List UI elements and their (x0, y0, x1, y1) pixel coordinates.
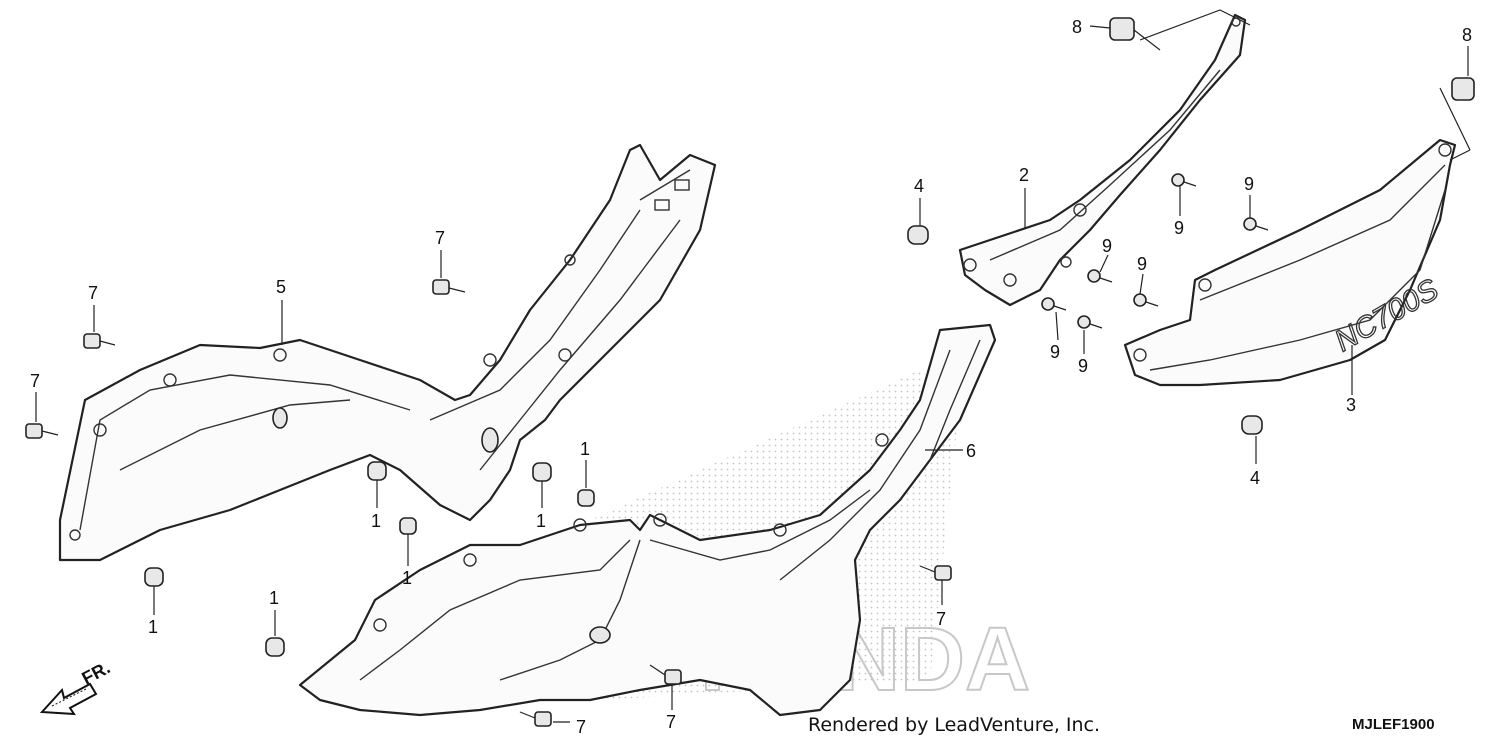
bolt-7-a (83, 333, 116, 349)
callout-4: 4 (914, 176, 924, 196)
callout-6: 6 (966, 441, 976, 461)
callout-1: 1 (148, 617, 158, 637)
callout-7: 7 (576, 717, 586, 737)
clip-8-b (1451, 77, 1475, 101)
part-2-bracket (958, 13, 1247, 307)
callout-1: 1 (371, 511, 381, 531)
bolt-7-b (25, 423, 59, 439)
callout-1: 1 (402, 568, 412, 588)
bolt-7-c (432, 279, 466, 295)
screw-9-b (1243, 217, 1269, 231)
callout-2: 2 (1019, 165, 1029, 185)
callout-7: 7 (936, 609, 946, 629)
part-5-left-cover (58, 143, 717, 562)
grommet-1-a (144, 567, 164, 587)
grommet-4-b (1241, 415, 1263, 435)
credit-text: Rendered by LeadVenture, Inc. (808, 714, 1100, 736)
callout-labels: 1 1 1 1 1 2 3 4 4 5 6 7 7 7 7 7 7 1 8 8 … (30, 17, 1472, 737)
callout-9: 9 (1050, 342, 1060, 362)
part-6-lower-cover (298, 323, 997, 717)
screw-9-f (1077, 315, 1103, 329)
callout-7: 7 (666, 712, 676, 732)
callout-9: 9 (1078, 356, 1088, 376)
callout-7: 7 (30, 371, 40, 391)
callout-4: 4 (1250, 468, 1260, 488)
callout-9: 9 (1137, 254, 1147, 274)
screw-9-c (1087, 269, 1113, 283)
bolt-7-f (519, 711, 552, 727)
clip-8-a (1109, 17, 1161, 51)
footer: Rendered by LeadVenture, Inc. MJLEF1900 (808, 714, 1435, 736)
bolt-7-d (919, 565, 952, 581)
callout-8: 8 (1462, 25, 1472, 45)
callout-5: 5 (276, 277, 286, 297)
bolt-7-e (649, 664, 682, 685)
callout-9: 9 (1244, 174, 1254, 194)
grommet-1-b (367, 461, 387, 481)
front-direction-arrow: FR. (39, 657, 113, 716)
callout-7: 7 (88, 283, 98, 303)
callout-1: 1 (580, 439, 590, 459)
direction-label: FR. (78, 657, 113, 688)
grommet-1-f (265, 637, 285, 657)
screw-9-d (1133, 293, 1159, 307)
grommet-4-a (907, 225, 929, 245)
grommet-1-c (532, 462, 552, 482)
callout-8: 8 (1072, 17, 1082, 37)
diagram-code: MJLEF1900 (1352, 716, 1435, 733)
arrow-icon (39, 682, 98, 716)
grommet-1-d (577, 489, 595, 507)
screw-9-e (1041, 297, 1067, 311)
callout-1: 1 (536, 511, 546, 531)
leader-lines (35, 9, 1471, 723)
callout-1: 1 (269, 588, 279, 608)
callout-9: 9 (1102, 236, 1112, 256)
screw-9-a (1171, 173, 1197, 187)
callout-3: 3 (1346, 395, 1356, 415)
callout-7: 7 (435, 228, 445, 248)
callout-9: 9 (1174, 218, 1184, 238)
grommet-1-e (399, 517, 417, 535)
